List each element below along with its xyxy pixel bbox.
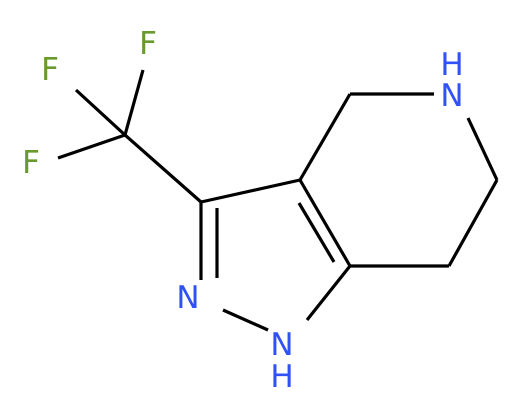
fluorine-atom-left: F [41, 52, 59, 88]
piperidine-nh-hydrogen: H [440, 47, 463, 83]
fluorine-atom-bottom-left: F [22, 145, 40, 181]
bond-n5-c6 [466, 117, 499, 181]
bond-c3-c3a [200, 178, 301, 204]
bond-c-f-top [123, 69, 145, 136]
bond-c3a-c7a [298, 179, 352, 267]
piperidine-nitrogen: N [440, 78, 463, 114]
bond-n1-n2 [222, 308, 269, 332]
bond-c-f-left-lower [57, 133, 126, 160]
bond-c7a-n1 [305, 265, 352, 321]
pyrazole-nitrogen: N [176, 280, 199, 316]
bond-cf3-c3 [123, 133, 203, 204]
bond-c-f-left-upper [74, 88, 127, 137]
pyrazole-nh-hydrogen: H [270, 359, 293, 395]
bond-c6-c7 [447, 179, 499, 267]
bond-c3a-c7a-inner [297, 202, 336, 263]
bond-c3a-c4 [298, 93, 352, 181]
fluorine-atom-top: F [139, 26, 157, 62]
pyrazole-nh-nitrogen: N [270, 327, 293, 363]
